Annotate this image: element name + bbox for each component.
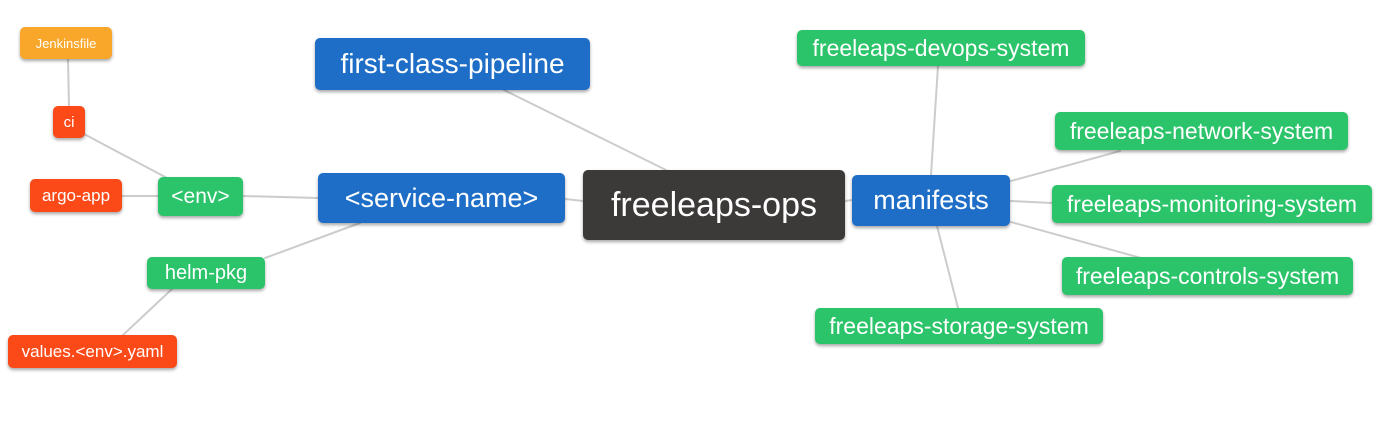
edge-ops-manifests: [844, 199, 853, 202]
node-jenkinsfile[interactable]: Jenkinsfile: [20, 27, 112, 59]
edge-pipeline-ops: [501, 88, 667, 171]
node-freeleaps-monitoring-system[interactable]: freeleaps-monitoring-system: [1052, 185, 1372, 223]
node-freeleaps-network-system[interactable]: freeleaps-network-system: [1055, 112, 1348, 150]
node-ci[interactable]: ci: [53, 106, 85, 138]
edge-manifests-devops: [930, 65, 939, 176]
edge-jenkinsfile-ci: [67, 58, 70, 107]
edge-service-name-ops: [564, 198, 584, 202]
node-freeleaps-controls-system[interactable]: freeleaps-controls-system: [1062, 257, 1353, 295]
node-env[interactable]: <env>: [158, 177, 243, 216]
edge-manifests-monitoring: [1010, 200, 1053, 204]
edge-manifests-network: [1010, 150, 1121, 182]
node-service-name[interactable]: <service-name>: [318, 173, 565, 223]
edge-helm-pkg-values: [122, 288, 173, 336]
edge-env-service-name: [242, 195, 319, 199]
edge-manifests-controls: [1010, 221, 1142, 259]
node-manifests[interactable]: manifests: [852, 175, 1010, 226]
node-freeleaps-devops-system[interactable]: freeleaps-devops-system: [797, 30, 1085, 66]
edge-service-name-helm-pkg: [264, 222, 361, 259]
node-values-env-yaml[interactable]: values.<env>.yaml: [8, 335, 177, 368]
node-argo-app[interactable]: argo-app: [30, 179, 122, 212]
edge-ci-env: [83, 133, 168, 179]
node-first-class-pipeline[interactable]: first-class-pipeline: [315, 38, 590, 90]
edge-manifests-storage: [936, 225, 959, 309]
node-helm-pkg[interactable]: helm-pkg: [147, 257, 265, 289]
node-freeleaps-ops[interactable]: freeleaps-ops: [583, 170, 845, 240]
node-freeleaps-storage-system[interactable]: freeleaps-storage-system: [815, 308, 1103, 344]
